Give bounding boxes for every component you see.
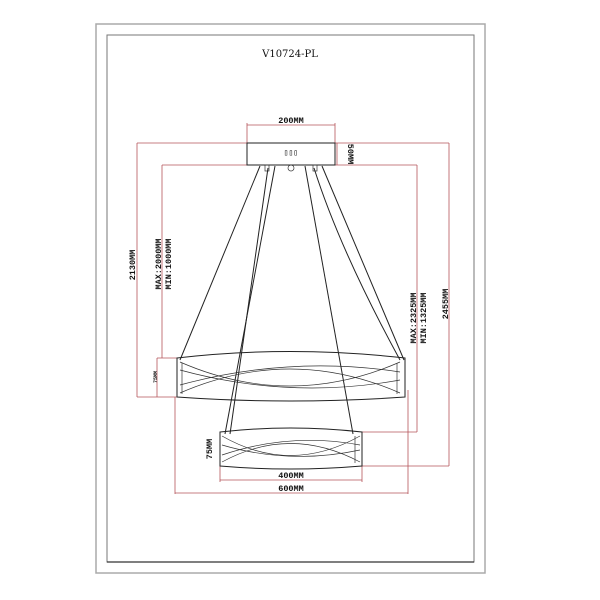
upper-ring-width-label: 600MM: [278, 484, 304, 494]
lower-ring-height-label: 75MM: [205, 439, 215, 459]
drawing-title: V10724-PL: [261, 49, 318, 60]
upper-ring-height-label: 75MM: [153, 371, 159, 383]
upper-cable-max-label: MAX:2000MM: [154, 238, 164, 289]
upper-cable-min-label: MIN:1000MM: [164, 238, 174, 289]
lower-cable-min-label: MIN:1325MM: [419, 292, 429, 343]
total-height-label: 2130MM: [128, 250, 138, 281]
suspension-cables: [179, 165, 405, 435]
dimension-lines: [136, 123, 450, 494]
canopy-switch-icon: ▯▯▯: [284, 149, 298, 158]
lower-ring-width-label: 400MM: [278, 471, 304, 481]
lower-cable-max-label: MAX:2325MM: [409, 292, 419, 343]
total-height-lower-label: 2455MM: [441, 289, 451, 320]
outer-frame: [95, 23, 486, 574]
canopy-width-label: 200MM: [278, 116, 304, 126]
lower-ring: [219, 427, 363, 470]
upper-ring: [176, 351, 406, 402]
canopy-height-label: 50MM: [345, 144, 355, 164]
